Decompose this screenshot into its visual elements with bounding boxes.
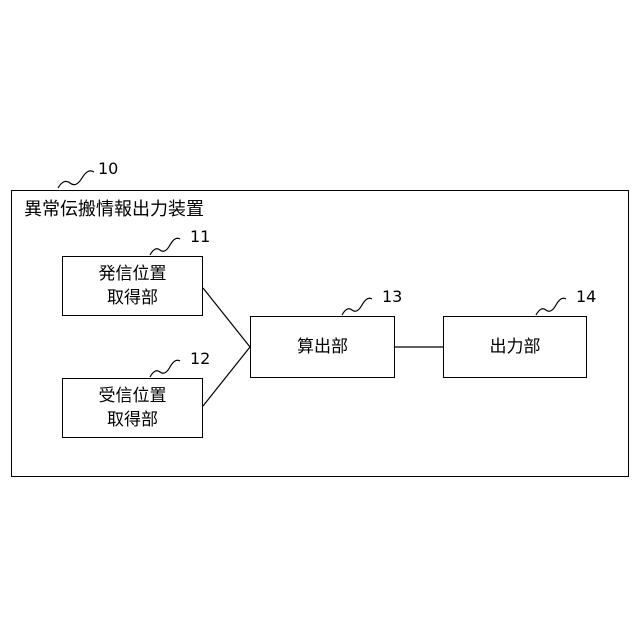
receiver-ref-number: 12 <box>190 350 210 368</box>
receiver-block-line1: 受信位置 <box>99 384 167 408</box>
output-block-label: 出力部 <box>490 335 541 359</box>
receiver-block-line2: 取得部 <box>107 408 158 432</box>
output-ref-number: 14 <box>576 288 596 306</box>
device-ref-number: 10 <box>98 160 118 178</box>
calculation-block: 算出部 <box>250 316 395 378</box>
calculator-ref-number: 13 <box>382 288 402 306</box>
sender-block-line2: 取得部 <box>107 286 158 310</box>
device-title: 異常伝搬情報出力装置 <box>24 197 204 223</box>
sender-block-line1: 発信位置 <box>99 262 167 286</box>
output-block: 出力部 <box>443 316 587 378</box>
calculation-block-label: 算出部 <box>297 335 348 359</box>
sender-ref-number: 11 <box>190 228 210 246</box>
receiver-position-acquisition-block: 受信位置 取得部 <box>62 378 203 438</box>
ref-leader-10 <box>58 171 94 188</box>
sender-position-acquisition-block: 発信位置 取得部 <box>62 256 203 316</box>
